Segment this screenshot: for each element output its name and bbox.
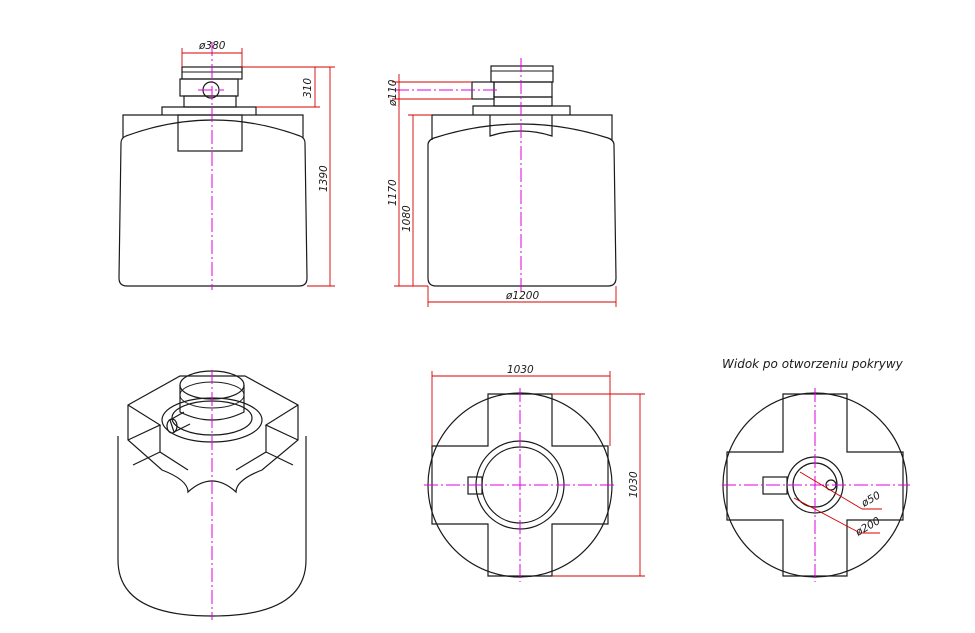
dim-depth: 1030	[628, 471, 640, 498]
dim-neck-height: 310	[302, 78, 314, 98]
front-view: ø380 310 1390	[118, 40, 335, 290]
top-view: 1030 1030	[424, 364, 645, 582]
open-view: Widok po otworzeniu pokrywy ø50 ø200	[722, 357, 910, 582]
dim-base-diameter: ø1200	[505, 290, 539, 302]
open-view-caption: Widok po otworzeniu pokrywy	[722, 357, 904, 371]
dim-total-height: 1390	[318, 165, 330, 192]
isometric-view	[117, 370, 307, 620]
dim-small-diameter: ø50	[859, 489, 883, 510]
dim-inlet-height: 1170	[387, 179, 399, 206]
dim-body-height: 1080	[401, 205, 413, 232]
side-view: ø110 1170 1080 ø1200	[387, 58, 617, 307]
dim-width: 1030	[507, 364, 534, 376]
dim-top-diameter: ø380	[198, 40, 226, 52]
dim-inner-diameter: ø200	[853, 515, 883, 539]
dim-pipe-diameter: ø110	[387, 79, 399, 107]
